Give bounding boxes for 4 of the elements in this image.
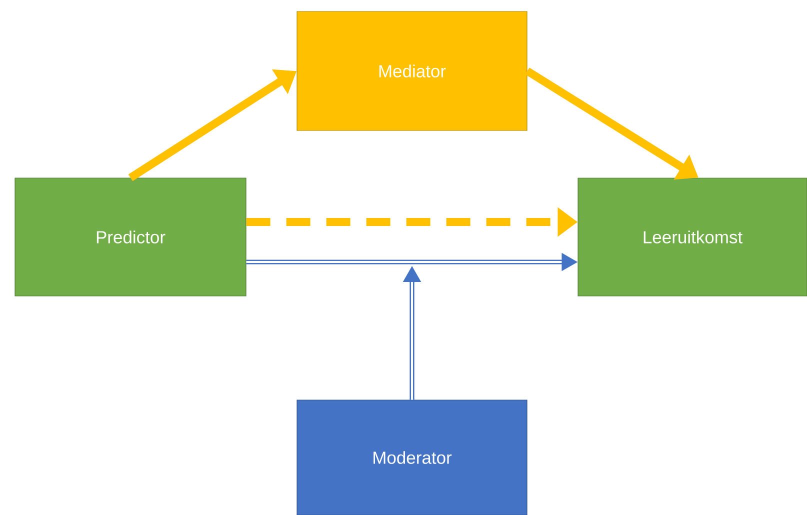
process-box: Moderator (296, 400, 528, 515)
process-box: Leeruitkomst (578, 178, 807, 296)
process-box: Mediator (296, 11, 528, 131)
process-box: Predictor (14, 178, 246, 296)
